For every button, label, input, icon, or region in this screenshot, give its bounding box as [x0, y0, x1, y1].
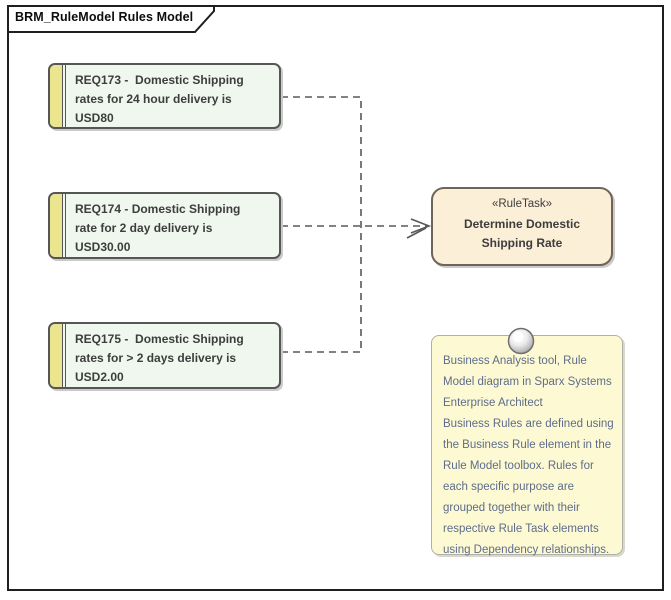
requirement-text-line: rate for 2 day delivery is	[75, 221, 213, 235]
requirement-text-line: rates for 24 hour delivery is	[75, 92, 232, 106]
note-text-line: Business Rules are defined using	[443, 418, 614, 430]
note-pin-icon	[507, 327, 535, 355]
dependency-arrowhead-icon	[410, 218, 432, 234]
requirement-text-line: USD30.00	[75, 240, 131, 254]
frame-tab-shape	[7, 5, 215, 33]
requirement-req174[interactable]: REQ174 - Domestic Shipping rate for 2 da…	[48, 192, 281, 259]
diagram-title: BRM_RuleModel Rules Model	[15, 10, 194, 24]
ruletask-stereotype: «RuleTask»	[491, 198, 553, 210]
note-text-line: Model diagram in Sparx Systems	[443, 376, 612, 388]
requirement-text-line: REQ175 - Domestic Shipping	[75, 332, 244, 346]
dependency-arrowhead-secondary-icon	[406, 227, 427, 239]
requirement-req173[interactable]: REQ173 - Domestic Shipping rates for 24 …	[48, 63, 281, 129]
dependency-connector-req173[interactable]	[281, 96, 362, 226]
requirement-req175[interactable]: REQ175 - Domestic Shipping rates for > 2…	[48, 322, 281, 389]
diagram-frame	[7, 5, 664, 591]
ruletask-name-line: Determine Domestic	[463, 217, 581, 231]
note-text-line: grouped together with their	[443, 502, 580, 514]
note-element[interactable]: Business Analysis tool, Rule Model diagr…	[431, 335, 623, 556]
requirement-text: REQ173 - Domestic Shipping rates for 24 …	[75, 71, 275, 128]
requirement-strip-icon	[50, 65, 66, 127]
note-text-line: Business Analysis tool, Rule	[443, 355, 587, 367]
note-text-line: each specific purpose are	[443, 481, 575, 493]
requirement-text-line: REQ173 - Domestic Shipping	[75, 73, 244, 87]
requirement-strip-icon	[50, 324, 66, 387]
diagram-frame-tab	[7, 5, 215, 33]
requirement-text-line: rates for > 2 days delivery is	[75, 351, 237, 365]
requirement-text: REQ175 - Domestic Shipping rates for > 2…	[75, 330, 275, 387]
note-text-line: Enterprise Architect	[443, 397, 543, 409]
note-text-line: using Dependency relationships.	[443, 544, 610, 556]
ruletask-name: Determine Domestic Shipping Rate	[433, 215, 611, 253]
requirement-strip-icon	[50, 194, 66, 257]
requirement-text-line: REQ174 - Domestic Shipping	[75, 202, 241, 216]
note-text-line: the Business Rule element in the	[443, 439, 612, 451]
requirement-text: REQ174 - Domestic Shipping rate for 2 da…	[75, 200, 275, 257]
ruletask-determine-domestic-shipping-rate[interactable]: «RuleTask» Determine Domestic Shipping R…	[431, 187, 613, 266]
note-text: Business Analysis tool, Rule Model diagr…	[443, 351, 620, 561]
note-text-line: Rule Model toolbox. Rules for	[443, 460, 594, 472]
requirement-text-line: USD2.00	[75, 370, 124, 384]
note-text-line: respective Rule Task elements	[443, 523, 599, 535]
ruletask-name-line: Shipping Rate	[481, 236, 563, 250]
dependency-connector-req175[interactable]	[281, 226, 362, 353]
requirement-text-line: USD80	[75, 111, 114, 125]
